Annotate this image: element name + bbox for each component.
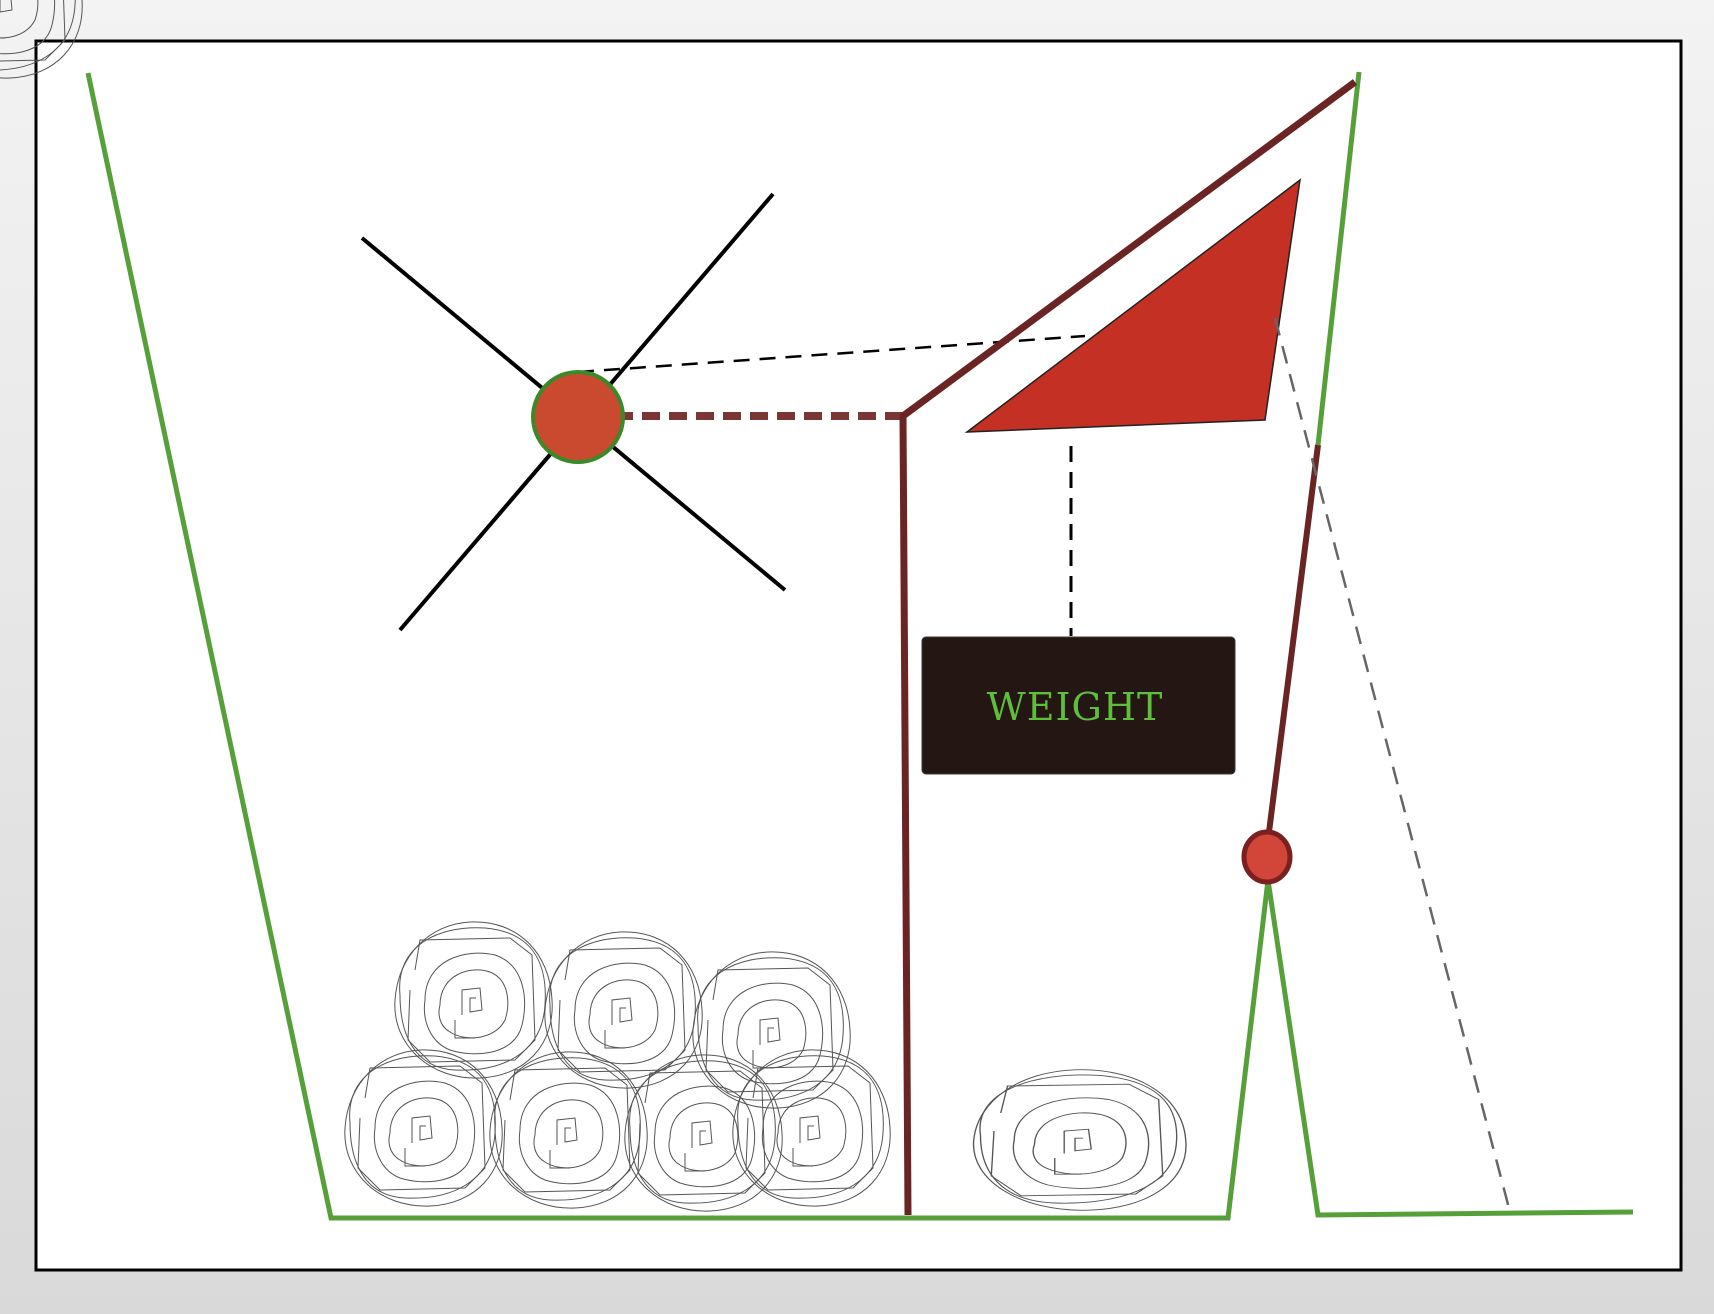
right-wall-upper bbox=[1315, 71, 1362, 446]
sail-triangle-icon bbox=[964, 178, 1302, 433]
pivot-circle-icon bbox=[531, 370, 625, 464]
container-outline bbox=[85, 72, 1634, 1221]
small-pivot-icon bbox=[1241, 829, 1293, 885]
support-rod bbox=[1265, 444, 1321, 841]
weight-label: WEIGHT bbox=[987, 685, 1164, 729]
dashed-guide-diagonal bbox=[1273, 317, 1512, 1213]
scribble-pile bbox=[0, 0, 1187, 1212]
diagram-frame bbox=[34, 39, 1683, 1272]
weight-box bbox=[921, 636, 1236, 775]
lever-beam bbox=[899, 79, 1358, 1216]
